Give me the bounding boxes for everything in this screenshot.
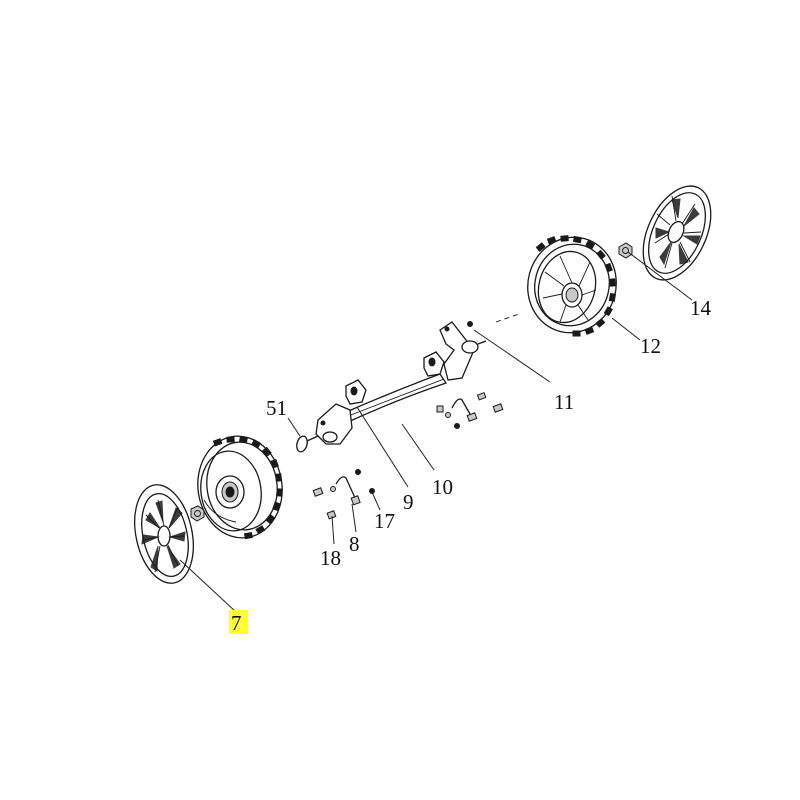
label-part-51[interactable]: 51 [266,396,287,420]
label-7-highlight [229,610,248,634]
fastener-group-right [436,313,520,429]
right-wheel [527,235,617,337]
label-part-7[interactable]: 7 [231,611,242,635]
label-part-12[interactable]: 12 [640,334,661,358]
part-labels: 7 51 9 10 11 12 14 17 8 18 [231,296,712,635]
label-part-11[interactable]: 11 [554,390,574,414]
label-part-18[interactable]: 18 [320,546,341,570]
label-part-10[interactable]: 10 [432,475,453,499]
label-part-8[interactable]: 8 [349,532,360,556]
pivot-block-9 [345,379,367,405]
left-wheel [197,435,283,540]
label-part-14[interactable]: 14 [690,296,712,320]
label-part-17[interactable]: 17 [374,509,395,533]
leader-lines [179,251,693,613]
left-wheel-nut [190,505,205,522]
washer-51 [296,435,308,453]
fastener-group-left [312,469,375,520]
label-part-9[interactable]: 9 [403,490,414,514]
left-hubcap [134,484,194,584]
right-wheel-nut [618,242,633,259]
right-hubcap [642,185,712,281]
axle-10 [306,321,487,445]
